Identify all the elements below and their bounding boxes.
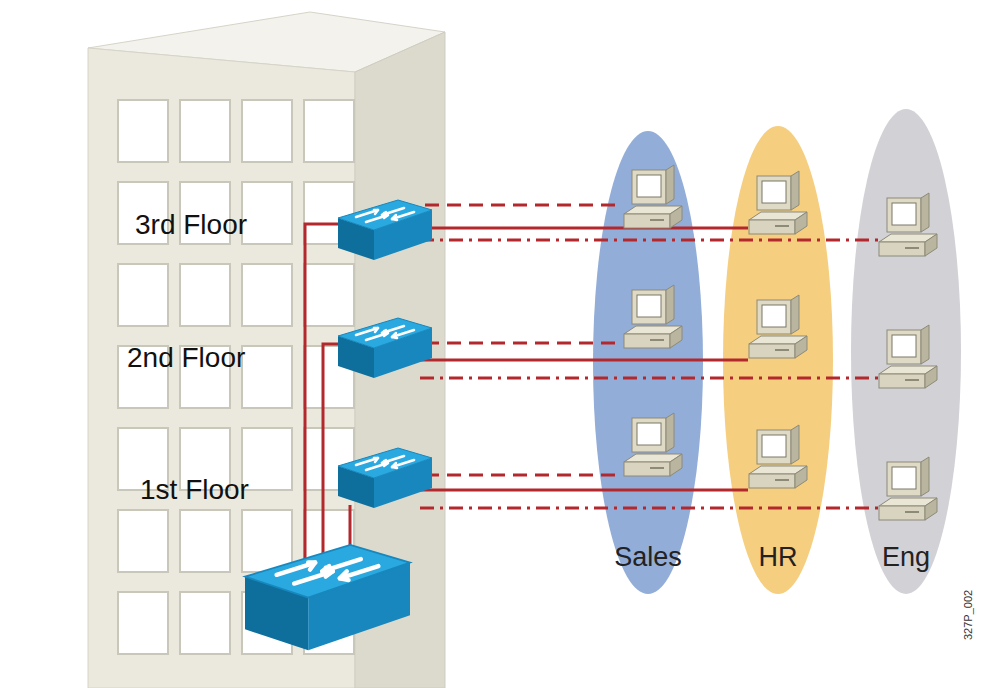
ellipse-fill [593,131,703,594]
window [242,100,292,162]
ellipse-outline [850,108,962,595]
cable [349,505,352,565]
window [304,100,354,162]
cable [420,489,748,492]
computer-icon [624,413,682,476]
switch-icon [338,200,432,260]
window [242,510,292,572]
building-front [88,48,355,688]
window [180,592,230,654]
window [180,100,230,162]
window [180,510,230,572]
window [242,592,292,654]
floor-label: 3rd Floor [135,209,247,241]
window [304,510,354,572]
window [118,510,168,572]
computer-icon [624,285,682,348]
building-windows [118,100,354,654]
switch-icon [245,545,410,650]
group-name: HR [759,542,798,573]
computer-icon [879,193,937,256]
window [304,592,354,654]
computer-icon [624,165,682,228]
group-name: Sales [614,542,682,573]
group-name: Eng [882,542,930,573]
ellipse-outline [592,130,704,595]
group-ellipse: Sales [592,130,704,595]
computer-icon [749,425,807,488]
cable [420,227,748,230]
cable [425,204,618,207]
window [118,592,168,654]
window [242,264,292,326]
window [180,264,230,326]
group-ellipse: HR [722,125,834,595]
ellipse-outline [722,125,834,595]
cable [420,507,885,510]
cable [420,359,748,362]
window [304,182,354,244]
group-ellipse: Eng [850,108,962,595]
window [242,428,292,490]
switch-icon [338,448,432,508]
figure-code: 327P_002 [962,590,974,640]
network-devices [245,165,937,650]
network-cables [305,205,885,565]
floor-label: 2nd Floor [127,342,245,374]
window [118,100,168,162]
cable [323,344,345,565]
computer-icon [879,457,937,520]
floor-label: 1st Floor [140,474,249,506]
window [304,346,354,408]
window [118,264,168,326]
computer-icon [749,171,807,234]
cable [420,239,885,242]
window [304,428,354,490]
cable [420,377,885,380]
cable [425,342,618,345]
ellipse-fill [723,126,833,594]
switch-icon [338,318,432,378]
ellipse-fill [851,109,961,594]
computer-icon [749,295,807,358]
window [242,182,292,244]
window [304,264,354,326]
cable [305,224,345,565]
computer-icon [879,325,937,388]
building-side [355,32,445,688]
window [242,346,292,408]
cable [425,474,618,477]
